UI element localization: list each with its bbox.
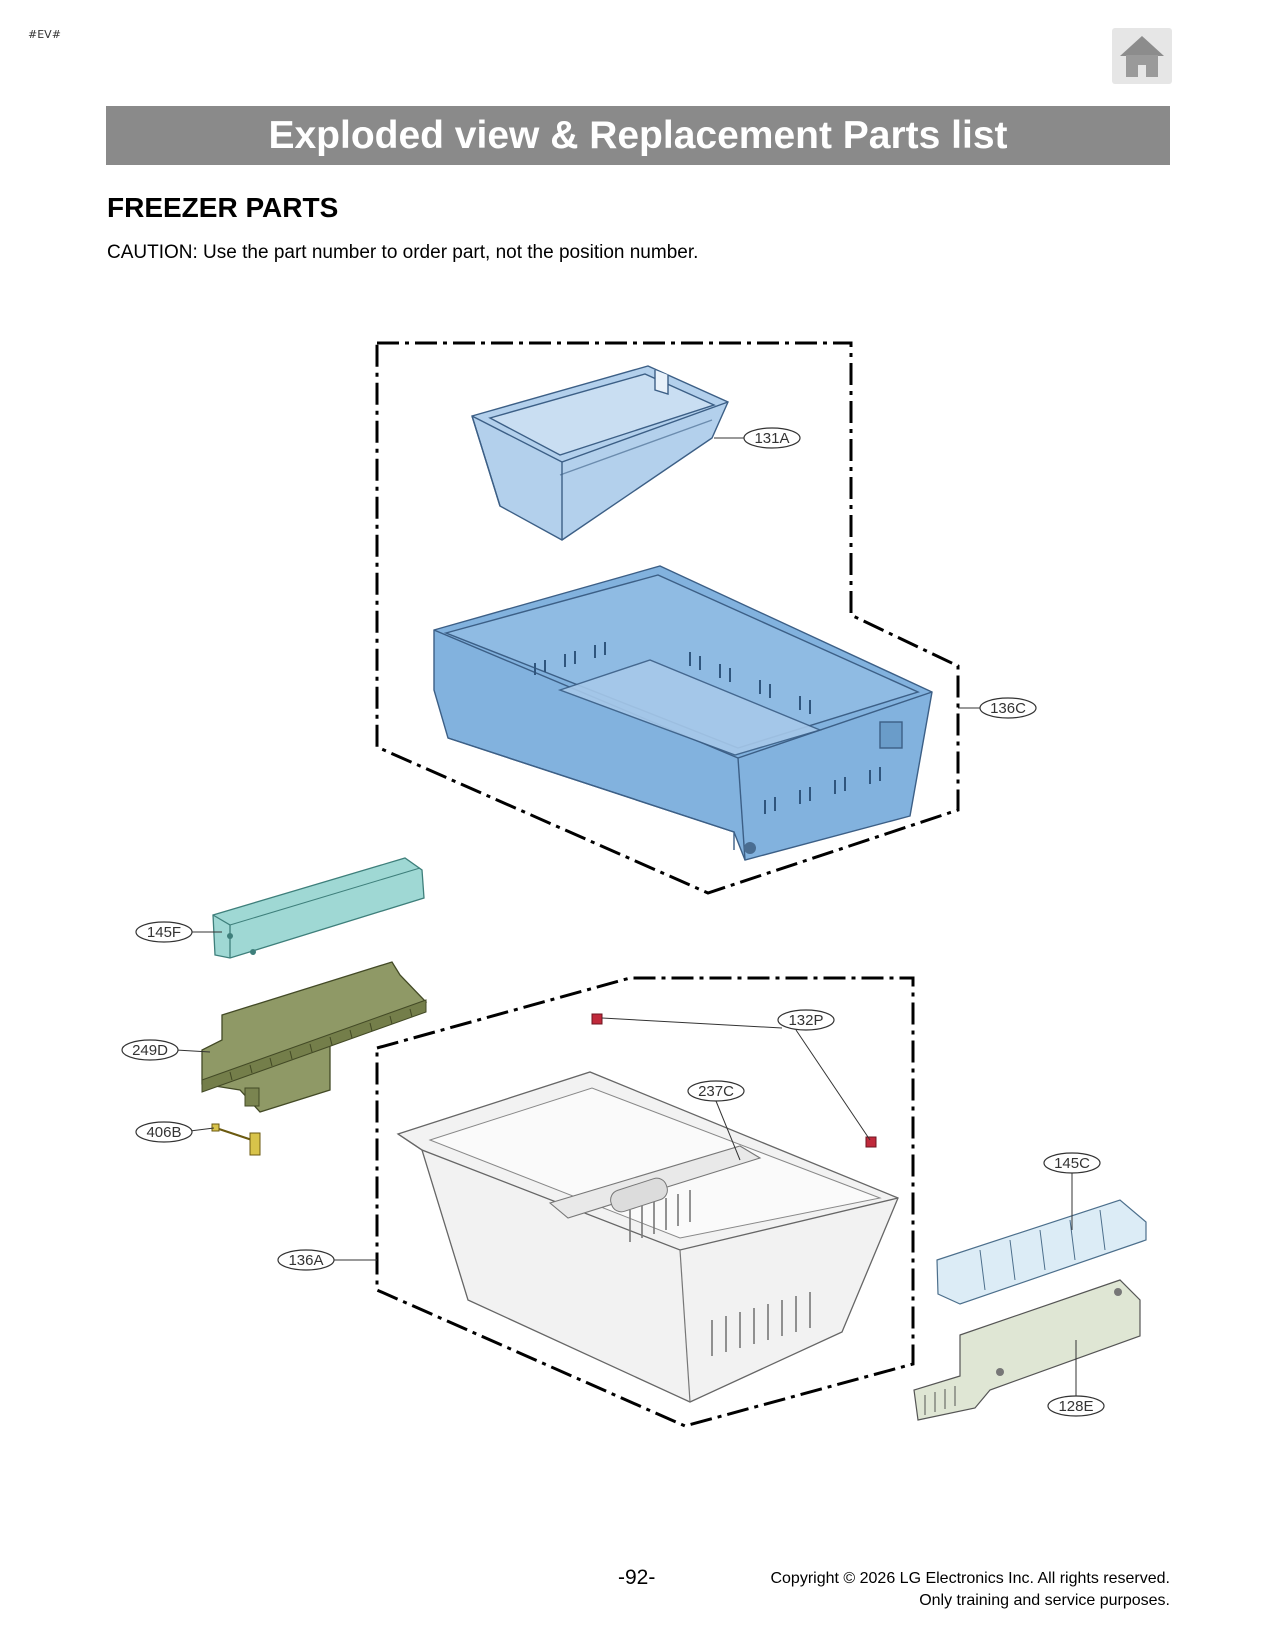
svg-text:237C: 237C [698,1083,734,1100]
callout-145C: 145C [1043,1152,1101,1174]
callout-237C: 237C [687,1080,745,1102]
svg-text:145C: 145C [1054,1155,1090,1172]
part-406B-harness [211,1123,261,1156]
part-131A-small-bin [471,365,729,541]
part-128E-rail [913,1279,1141,1421]
lower-assembly-boundary [375,976,915,1428]
callout-249D: 249D [121,1039,179,1061]
part-145C-rail [936,1199,1147,1305]
svg-text:131A: 131A [754,430,789,447]
svg-text:249D: 249D [132,1042,168,1059]
callout-406B: 406B [135,1121,193,1143]
document-tag: #EV# [28,28,61,41]
copyright-notice: Copyright © 2026 LG Electronics Inc. All… [770,1568,1170,1612]
svg-text:132P: 132P [788,1012,823,1029]
home-icon [1120,36,1164,77]
part-136A-basket [396,1071,899,1403]
svg-text:136A: 136A [288,1252,323,1269]
part-249D-rack [201,961,428,1113]
svg-text:406B: 406B [146,1124,181,1141]
callout-128E: 128E [1047,1395,1105,1417]
copyright-line-2: Only training and service purposes. [919,1592,1170,1609]
copyright-line-1: Copyright © 2026 LG Electronics Inc. All… [770,1570,1170,1587]
part-136C-freezer-drawer [433,565,933,861]
callout-136C: 136C [979,697,1037,719]
callout-145F: 145F [135,921,193,943]
callout-136A: 136A [277,1249,335,1271]
svg-text:128E: 128E [1058,1398,1093,1415]
upper-assembly-boundary [375,341,960,895]
section-title: FREEZER PARTS [107,192,339,223]
page-number: -92- [618,1566,656,1589]
svg-text:145F: 145F [147,924,181,941]
callout-132P: 132P [777,1009,835,1031]
callout-131A: 131A [743,427,801,449]
caution-note: CAUTION: Use the part number to order pa… [107,242,699,263]
part-145F-rail [212,857,425,959]
part-132P-pads [591,1013,877,1148]
home-button[interactable] [1112,28,1172,84]
page-banner-title: Exploded view & Replacement Parts list [106,106,1170,165]
callout-leaders [175,437,1077,1396]
svg-text:136C: 136C [990,700,1026,717]
